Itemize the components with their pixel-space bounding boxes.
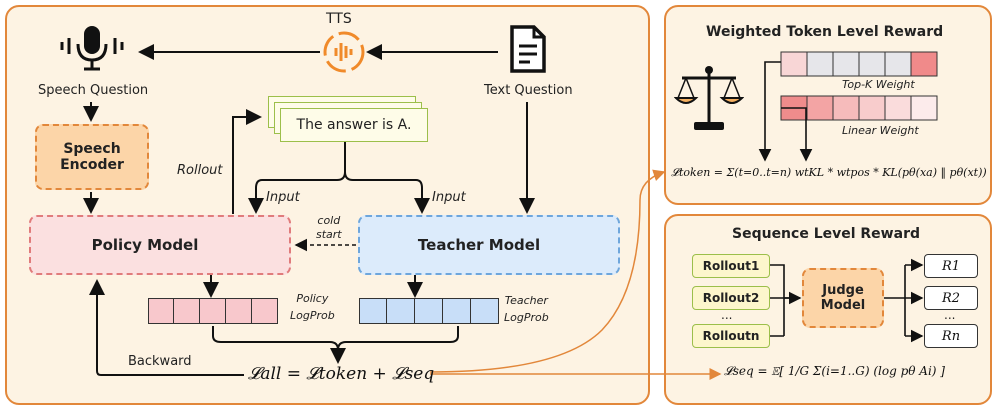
arrow-rollouts-to-judge	[770, 264, 798, 337]
policy-logprob-label: Policy LogProb	[290, 290, 335, 324]
judge-line1: Judge	[822, 283, 864, 298]
policy-logprob-line2: LogProb	[290, 309, 335, 322]
arrow-rollout	[232, 109, 262, 214]
arrow-logprob-merge	[212, 326, 459, 360]
policy-logprob-line1: Policy	[296, 292, 329, 305]
arrow-topk-to-wkl	[758, 61, 781, 162]
reward-2-label: R2	[941, 290, 961, 306]
microphone-icon	[60, 26, 124, 71]
speech-encoder-line1: Speech	[63, 141, 121, 157]
arrow-input-right	[344, 171, 430, 214]
arrow-linear-to-wpos	[781, 107, 813, 162]
answer-text: The answer is A.	[296, 117, 412, 133]
linear-weight-bar	[780, 95, 938, 121]
reward-ellipsis: ...	[944, 308, 956, 322]
document-icon	[510, 25, 546, 73]
rollout-n-label: Rolloutn	[702, 329, 760, 343]
topk-weight-bar	[780, 51, 938, 77]
rollout-ellipsis: ...	[721, 308, 733, 322]
teacher-model-box: Teacher Model	[358, 215, 620, 275]
token-loss-formula: 𝓛token = Σ(t=0..t=n) wtKL * wtpos * KL(p…	[671, 166, 987, 179]
judge-model-box: Judge Model	[802, 268, 884, 328]
cold-start-line1: cold	[317, 214, 341, 227]
linear-weight-label: Linear Weight	[842, 124, 919, 137]
rollout-1-label: Rollout1	[702, 259, 760, 273]
reward-box-2: R2	[924, 286, 978, 310]
teacher-logprob-label: Teacher LogProb	[504, 292, 549, 326]
teacher-logprob-bar	[359, 298, 499, 324]
seq-loss-formula: 𝓛seq = 𝔼[ 1/G Σ(i=1..G) (log pθ Ai) ]	[724, 364, 945, 378]
arrow-backward	[89, 279, 244, 376]
answer-card: The answer is A.	[280, 108, 428, 142]
token-reward-title: Weighted Token Level Reward	[706, 24, 944, 40]
tts-waveform-icon	[323, 31, 365, 73]
tts-label: TTS	[326, 11, 352, 27]
input-right-label: Input	[432, 190, 466, 205]
reward-n-label: Rn	[941, 328, 961, 344]
cold-start-label: cold start	[316, 214, 342, 242]
policy-logprob-bar	[148, 298, 278, 324]
text-question-label: Text Question	[484, 83, 573, 98]
reward-box-1: R1	[924, 254, 978, 278]
connector-to-token-panel	[429, 169, 666, 373]
speech-encoder-line2: Encoder	[60, 157, 124, 173]
rollout-box-1: Rollout1	[692, 254, 770, 278]
teacher-model-label: Teacher Model	[417, 236, 541, 254]
speech-encoder-box: Speech Encoder	[35, 124, 149, 190]
input-left-label: Input	[266, 190, 300, 205]
backward-label: Backward	[128, 354, 192, 369]
judge-line2: Model	[820, 298, 866, 313]
balance-scale-icon	[674, 66, 744, 130]
reward-1-label: R1	[941, 258, 961, 274]
reward-box-n: Rn	[924, 324, 978, 348]
loss-all-formula: 𝓛all = 𝓛token + 𝓛seq	[248, 364, 435, 384]
policy-model-label: Policy Model	[91, 236, 199, 254]
seq-reward-title: Sequence Level Reward	[732, 226, 920, 242]
policy-model-box: Policy Model	[29, 215, 291, 275]
rollout-label: Rollout	[177, 163, 223, 178]
arrow-judge-to-rewards	[884, 264, 920, 337]
teacher-logprob-line1: Teacher	[504, 294, 548, 307]
teacher-logprob-line2: LogProb	[504, 311, 549, 324]
speech-question-label: Speech Question	[38, 83, 149, 98]
rollout-box-2: Rollout2	[692, 286, 770, 310]
cold-start-line2: start	[316, 228, 342, 241]
topk-weight-label: Top-K Weight	[842, 78, 915, 91]
rollout-box-n: Rolloutn	[692, 324, 770, 348]
rollout-2-label: Rollout2	[702, 291, 760, 305]
